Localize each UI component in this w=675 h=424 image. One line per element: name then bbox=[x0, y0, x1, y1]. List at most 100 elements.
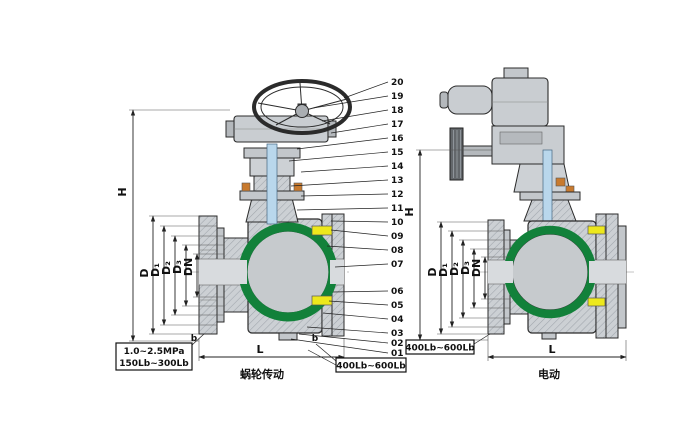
part-number-02: 02 bbox=[391, 339, 404, 349]
rating-and-captions: 1.0~2.5MPa 150Lb~300Lb 400Lb~600Lb 蜗轮传动 … bbox=[115, 333, 560, 381]
left-dimensions: H D D₁ D₂ D₃ DN L b b bbox=[116, 109, 345, 361]
left-valve-bottom-boss bbox=[278, 332, 298, 341]
handwheel-hub bbox=[295, 104, 309, 118]
gasket-seal-bottom bbox=[311, 295, 333, 306]
gear-housing-detail bbox=[499, 131, 543, 145]
dim-label-H-left: H bbox=[116, 187, 129, 196]
right-valve-ball bbox=[511, 233, 589, 311]
handwheel-rim bbox=[252, 79, 352, 135]
right-valve-bore-cut-left bbox=[488, 261, 513, 283]
part-number-10: 10 bbox=[391, 218, 404, 228]
gearbox-end-cap-left bbox=[225, 120, 235, 138]
handwheel-spoke bbox=[301, 98, 348, 112]
class-rating-label-left: 400Lb~600Lb bbox=[336, 362, 406, 372]
gasket-seal-bottom bbox=[587, 297, 606, 307]
part-number-19: 19 bbox=[391, 92, 404, 102]
left-valve-stem bbox=[266, 143, 278, 225]
class-rating-label-right: 400Lb~600Lb bbox=[405, 344, 475, 354]
dim-label-D2-right: D₂ bbox=[448, 262, 461, 276]
part-number-03: 03 bbox=[391, 329, 404, 339]
part-leader-06 bbox=[332, 290, 389, 293]
part-number-09: 09 bbox=[391, 232, 404, 242]
part-number-05: 05 bbox=[391, 301, 404, 311]
part-number-11: 11 bbox=[391, 204, 404, 214]
right-valve bbox=[439, 67, 636, 340]
manual-override-handwheel bbox=[449, 127, 464, 181]
left-valve-ball-group bbox=[199, 222, 344, 322]
part-leader-11 bbox=[296, 207, 389, 211]
dim-label-L-right: L bbox=[548, 343, 555, 356]
part-number-08: 08 bbox=[391, 246, 404, 256]
pressure-rating-line2: 150Lb~300Lb bbox=[119, 359, 189, 369]
part-leader-17 bbox=[330, 123, 389, 134]
dim-label-D2-left: D₂ bbox=[160, 261, 173, 275]
right-dimensions: H D D₁ D₂ D₃ DN L bbox=[403, 149, 627, 361]
override-shaft bbox=[462, 145, 494, 157]
part-number-13: 13 bbox=[391, 176, 404, 186]
dim-label-L-left: L bbox=[256, 343, 263, 356]
part-leader-02 bbox=[298, 333, 389, 344]
part-leader-12 bbox=[300, 193, 389, 197]
part-leader-20 bbox=[343, 81, 389, 99]
right-valve-body bbox=[487, 213, 627, 340]
right-valve-bore-cut-right bbox=[589, 261, 626, 283]
part-leader-08 bbox=[326, 245, 389, 251]
left-view-caption: 蜗轮传动 bbox=[240, 367, 284, 381]
part-leader-07 bbox=[334, 263, 389, 268]
dim-label-D-left: D bbox=[138, 268, 151, 277]
bushing-left bbox=[241, 182, 251, 192]
dim-label-DN-left: DN bbox=[182, 258, 195, 276]
part-leader-09 bbox=[330, 229, 389, 237]
leader-line bbox=[315, 343, 337, 362]
part-number-07: 07 bbox=[391, 260, 404, 270]
right-valve-bottom-boss bbox=[541, 332, 557, 340]
dim-label-b-left: b bbox=[191, 334, 198, 344]
part-leader-13 bbox=[290, 179, 389, 187]
leader-line bbox=[473, 333, 491, 345]
bushing bbox=[555, 177, 566, 187]
part-number-15: 15 bbox=[391, 148, 404, 158]
part-leader-04 bbox=[322, 312, 389, 320]
dim-label-D3-right: D₃ bbox=[459, 261, 472, 275]
part-leader-15 bbox=[288, 151, 389, 162]
part-leader-19 bbox=[312, 95, 389, 109]
part-number-16: 16 bbox=[391, 134, 404, 144]
dim-label-D1-right: D₁ bbox=[437, 263, 450, 277]
motor-end-cap bbox=[439, 91, 449, 109]
part-number-20: 20 bbox=[391, 78, 404, 88]
part-leader-10 bbox=[330, 220, 389, 223]
class-rating-box-right bbox=[405, 339, 475, 355]
dim-label-D1-left: D₁ bbox=[149, 263, 162, 277]
actuator-top-box bbox=[503, 67, 529, 79]
part-number-12: 12 bbox=[391, 190, 404, 200]
electric-actuator bbox=[439, 67, 581, 229]
part-leader-05 bbox=[328, 300, 389, 306]
actuator-gear-housing bbox=[491, 125, 565, 165]
bushing-right bbox=[293, 182, 303, 192]
part-leader-01 bbox=[290, 338, 389, 354]
gasket-seal-top bbox=[311, 225, 333, 236]
leader-line bbox=[191, 333, 205, 346]
part-number-01: 01 bbox=[391, 349, 404, 359]
dim-label-b-right: b bbox=[312, 334, 319, 344]
dim-label-H-right: H bbox=[403, 207, 416, 216]
left-valve-bore-cut-left bbox=[199, 260, 247, 284]
leader-line bbox=[307, 349, 337, 366]
part-leader-16 bbox=[296, 137, 389, 150]
part-number-17: 17 bbox=[391, 120, 404, 130]
left-valve-bore-cut-right bbox=[330, 260, 344, 284]
left-valve-stem-assembly bbox=[239, 143, 305, 225]
actuator-motor bbox=[447, 85, 493, 115]
dim-label-DN-right: DN bbox=[470, 259, 483, 277]
class-rating-box-left bbox=[335, 357, 407, 373]
pressure-rating-box bbox=[115, 342, 193, 371]
handwheel-group bbox=[252, 79, 352, 135]
part-leader-18 bbox=[321, 109, 389, 122]
part-number-14: 14 bbox=[391, 162, 404, 172]
part-number-04: 04 bbox=[391, 315, 404, 325]
handwheel-rim-inner bbox=[260, 86, 344, 128]
handwheel-spoke bbox=[257, 102, 303, 112]
right-valve-stem bbox=[542, 149, 553, 229]
